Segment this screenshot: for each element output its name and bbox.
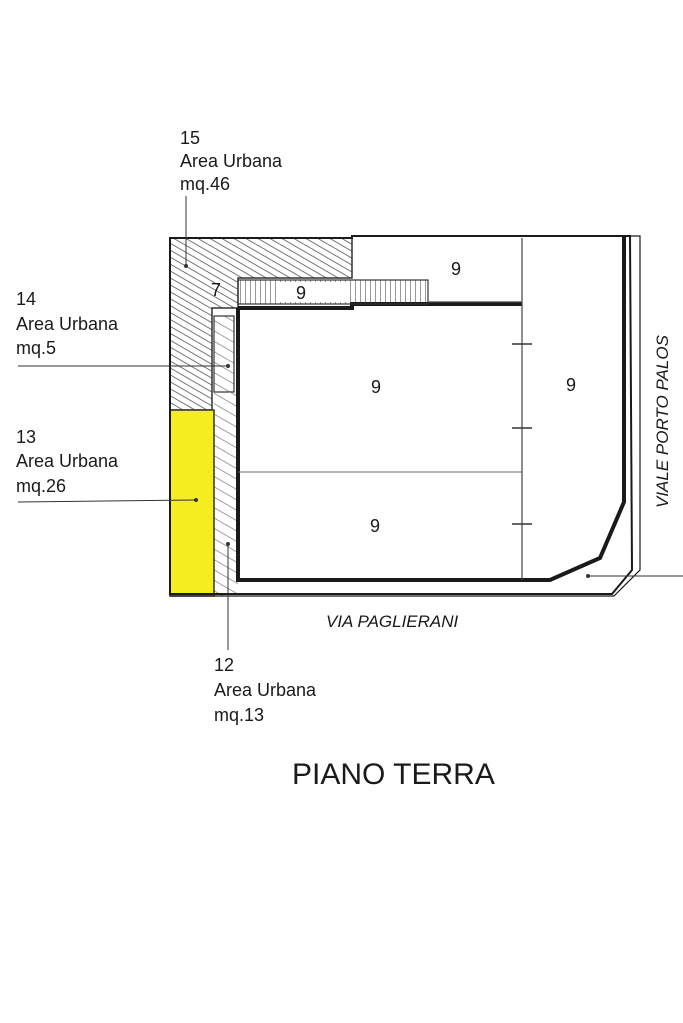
- unit-number-right: 9: [566, 375, 576, 395]
- street-east-label: VIALE PORTO PALOS: [653, 334, 672, 508]
- leader-15-dot: [184, 264, 188, 268]
- area-13-id: 13: [16, 427, 36, 447]
- area-13-region: [169, 409, 215, 597]
- area-15-id: 15: [180, 128, 200, 148]
- area-15-label: 15 Area Urbana mq.46: [180, 128, 287, 194]
- leader-12-dot: [226, 542, 230, 546]
- building-wall: [236, 236, 626, 582]
- stair-label-box: [278, 282, 348, 302]
- floor-title: PIANO TERRA: [292, 758, 495, 791]
- area-14-name: Area Urbana: [16, 314, 119, 334]
- unit-number-top: 9: [451, 259, 461, 279]
- site-outer-line: [170, 235, 641, 597]
- area-14-size: mq.5: [16, 338, 56, 358]
- area-14-id: 14: [16, 289, 36, 309]
- area-12-size: mq.13: [214, 705, 264, 725]
- unit-number-small: 7: [211, 280, 221, 300]
- area-12-region: [214, 392, 238, 596]
- area-14-region: [213, 315, 235, 393]
- area-15-size: mq.46: [180, 174, 230, 194]
- area-12-id: 12: [214, 655, 234, 675]
- area-15-region: [169, 237, 353, 411]
- area-13-size: mq.26: [16, 476, 66, 496]
- leader-13-dot: [194, 498, 198, 502]
- street-south-label: VIA PAGLIERANI: [326, 612, 459, 631]
- area-15-name: Area Urbana: [180, 151, 283, 171]
- area-13-name: Area Urbana: [16, 451, 119, 471]
- unit-number-lower: 9: [370, 516, 380, 536]
- area-12-name: Area Urbana: [214, 680, 317, 700]
- leader-13: [17, 499, 197, 503]
- area-12-label: 12 Area Urbana mq.13: [214, 655, 321, 725]
- area-14-label: 14 Area Urbana mq.5: [16, 289, 123, 358]
- unit-number-center: 9: [371, 377, 381, 397]
- area-13-label: 13 Area Urbana mq.26: [16, 427, 123, 496]
- unit-number-stair: 9: [296, 283, 306, 303]
- leader-14-dot: [226, 364, 230, 368]
- site-outline: [169, 235, 634, 595]
- leader-east-dot: [586, 574, 590, 578]
